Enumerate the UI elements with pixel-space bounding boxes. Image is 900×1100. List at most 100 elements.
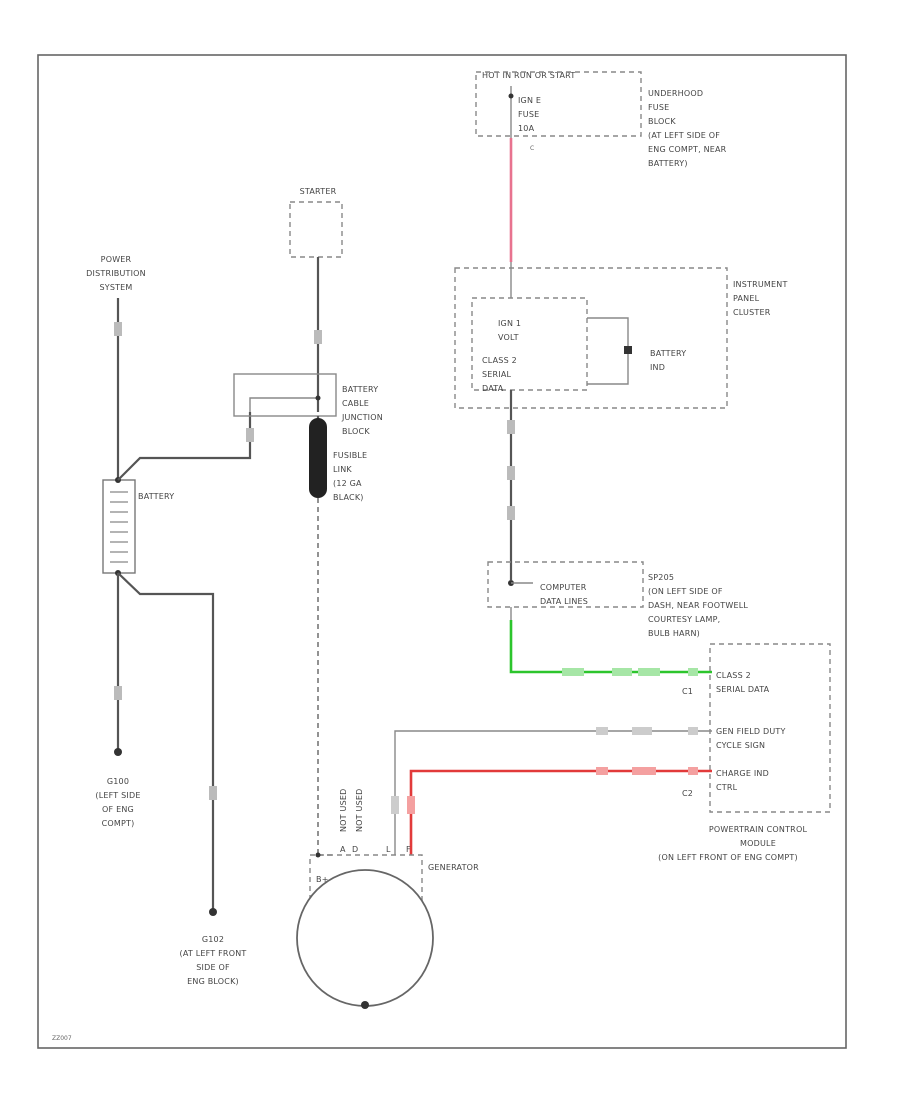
diagram-id: ZZ007 xyxy=(52,1035,72,1042)
wire-tag xyxy=(596,767,608,775)
svg-text:IGN E: IGN E xyxy=(518,96,541,105)
gen-b-terminal: B+ xyxy=(316,875,329,884)
sp205-label: SP205 (ON LEFT SIDE OF DASH, NEAR FOOTWE… xyxy=(648,573,748,638)
svg-text:(12 GA: (12 GA xyxy=(333,479,362,488)
pcm-name-label: POWERTRAIN CONTROL MODULE (ON LEFT FRONT… xyxy=(658,825,807,862)
svg-text:(ON LEFT FRONT OF ENG COMPT): (ON LEFT FRONT OF ENG COMPT) xyxy=(658,853,798,862)
svg-text:10A: 10A xyxy=(518,124,535,133)
charge-ind-wire-red xyxy=(409,769,712,855)
wire-tag xyxy=(632,727,652,735)
connector-label: C xyxy=(530,145,534,152)
svg-text:IGN 1: IGN 1 xyxy=(498,319,521,328)
svg-text:DASH, NEAR FOOTWELL: DASH, NEAR FOOTWELL xyxy=(648,601,748,610)
wire-tag xyxy=(407,796,415,814)
g102-ground xyxy=(209,908,217,916)
svg-text:COURTESY LAMP,: COURTESY LAMP, xyxy=(648,615,720,624)
connector-c1: C1 xyxy=(682,687,693,696)
gen-terminal xyxy=(315,852,321,858)
svg-text:BLOCK: BLOCK xyxy=(648,117,676,126)
svg-text:CYCLE SIGN: CYCLE SIGN xyxy=(716,741,765,750)
wire-tag xyxy=(114,686,122,700)
svg-text:CLASS 2: CLASS 2 xyxy=(482,356,517,365)
cluster-inner-label: IGN 1 VOLT CLASS 2 SERIAL DATA xyxy=(482,319,521,393)
battery-ind-lamp xyxy=(624,346,632,354)
wire-tag xyxy=(314,330,322,344)
wire-tag xyxy=(596,727,608,735)
svg-text:SIDE OF: SIDE OF xyxy=(196,963,230,972)
wire-tag xyxy=(688,767,698,775)
svg-text:MODULE: MODULE xyxy=(740,839,776,848)
cluster-module-box xyxy=(471,297,588,391)
underhood-fuse-box xyxy=(475,71,642,137)
pcm-class2-label: CLASS 2 SERIAL DATA xyxy=(716,671,769,694)
svg-text:PANEL: PANEL xyxy=(733,294,760,303)
svg-text:INSTRUMENT: INSTRUMENT xyxy=(733,280,788,289)
svg-text:FUSIBLE: FUSIBLE xyxy=(333,451,367,460)
svg-text:FUSE: FUSE xyxy=(518,110,539,119)
wire-tag xyxy=(391,796,399,814)
svg-text:(ON LEFT SIDE OF: (ON LEFT SIDE OF xyxy=(648,587,723,596)
svg-text:A: A xyxy=(340,845,346,854)
fuse-inner-label: IGN E FUSE 10A xyxy=(518,96,541,133)
junction-bus xyxy=(249,397,318,412)
battery-ind-loop xyxy=(587,317,629,385)
svg-text:SERIAL: SERIAL xyxy=(482,370,512,379)
svg-text:BATTERY: BATTERY xyxy=(342,385,378,394)
svg-text:DATA: DATA xyxy=(482,384,504,393)
svg-text:OF ENG: OF ENG xyxy=(102,805,134,814)
svg-text:VOLT: VOLT xyxy=(498,333,519,342)
wire-tag xyxy=(246,428,254,442)
wire-tag xyxy=(612,668,632,676)
svg-text:DATA LINES: DATA LINES xyxy=(540,597,588,606)
svg-text:IND: IND xyxy=(650,363,665,372)
battery-cable-junction-block xyxy=(233,373,337,417)
diagram-frame xyxy=(37,54,847,1049)
svg-text:L: L xyxy=(386,845,391,854)
svg-text:BATTERY): BATTERY) xyxy=(648,159,688,168)
instrument-cluster-label: INSTRUMENT PANEL CLUSTER xyxy=(733,280,788,317)
svg-text:D: D xyxy=(352,845,358,854)
g100-label: G100 (LEFT SIDE OF ENG COMPT) xyxy=(95,777,140,828)
generator-pin-labels: A D L F xyxy=(340,845,411,854)
svg-text:COMPT): COMPT) xyxy=(102,819,135,828)
fuse-node xyxy=(508,93,514,99)
battery-ind-label: BATTERY IND xyxy=(650,349,686,372)
underhood-fuse-label: UNDERHOOD FUSE BLOCK (AT LEFT SIDE OF EN… xyxy=(648,89,727,168)
gen-field-wire xyxy=(394,730,712,855)
starter-box xyxy=(289,201,343,258)
svg-text:BLACK): BLACK) xyxy=(333,493,364,502)
svg-text:LINK: LINK xyxy=(333,465,352,474)
junction-node xyxy=(315,395,321,401)
pcm-gen-field-label: GEN FIELD DUTY CYCLE SIGN xyxy=(716,727,786,750)
hot-in-run-label: HOT IN RUN OR START xyxy=(482,71,575,80)
wire-tag xyxy=(632,767,656,775)
svg-text:G102: G102 xyxy=(202,935,224,944)
battery-cable xyxy=(117,412,252,481)
wire-tag xyxy=(507,466,515,480)
g102-label: G102 (AT LEFT FRONT SIDE OF ENG BLOCK) xyxy=(180,935,247,986)
svg-text:POWERTRAIN CONTROL: POWERTRAIN CONTROL xyxy=(709,825,808,834)
wire-tag xyxy=(562,668,584,676)
wire-tag xyxy=(114,322,122,336)
wire-tag xyxy=(507,420,515,434)
wire-tag xyxy=(507,506,515,520)
svg-text:CABLE: CABLE xyxy=(342,399,369,408)
svg-text:(AT LEFT FRONT: (AT LEFT FRONT xyxy=(180,949,247,958)
svg-text:GEN FIELD DUTY: GEN FIELD DUTY xyxy=(716,727,786,736)
not-used-labels: NOT USED NOT USED xyxy=(339,789,364,832)
svg-text:ENG COMPT, NEAR: ENG COMPT, NEAR xyxy=(648,145,727,154)
g100-ground xyxy=(114,748,122,756)
svg-text:BATTERY: BATTERY xyxy=(650,349,686,358)
svg-text:SYSTEM: SYSTEM xyxy=(99,283,132,292)
connector-c2: C2 xyxy=(682,789,693,798)
generator-label: GENERATOR xyxy=(428,863,479,872)
power-distribution-label: POWER DISTRIBUTION SYSTEM xyxy=(86,255,146,292)
svg-text:DISTRIBUTION: DISTRIBUTION xyxy=(86,269,146,278)
svg-text:FUSE: FUSE xyxy=(648,103,669,112)
wire-tag xyxy=(209,786,217,800)
svg-text:ENG BLOCK): ENG BLOCK) xyxy=(187,977,239,986)
svg-text:G100: G100 xyxy=(107,777,129,786)
fusible-link xyxy=(309,418,327,498)
svg-text:CLASS 2: CLASS 2 xyxy=(716,671,751,680)
